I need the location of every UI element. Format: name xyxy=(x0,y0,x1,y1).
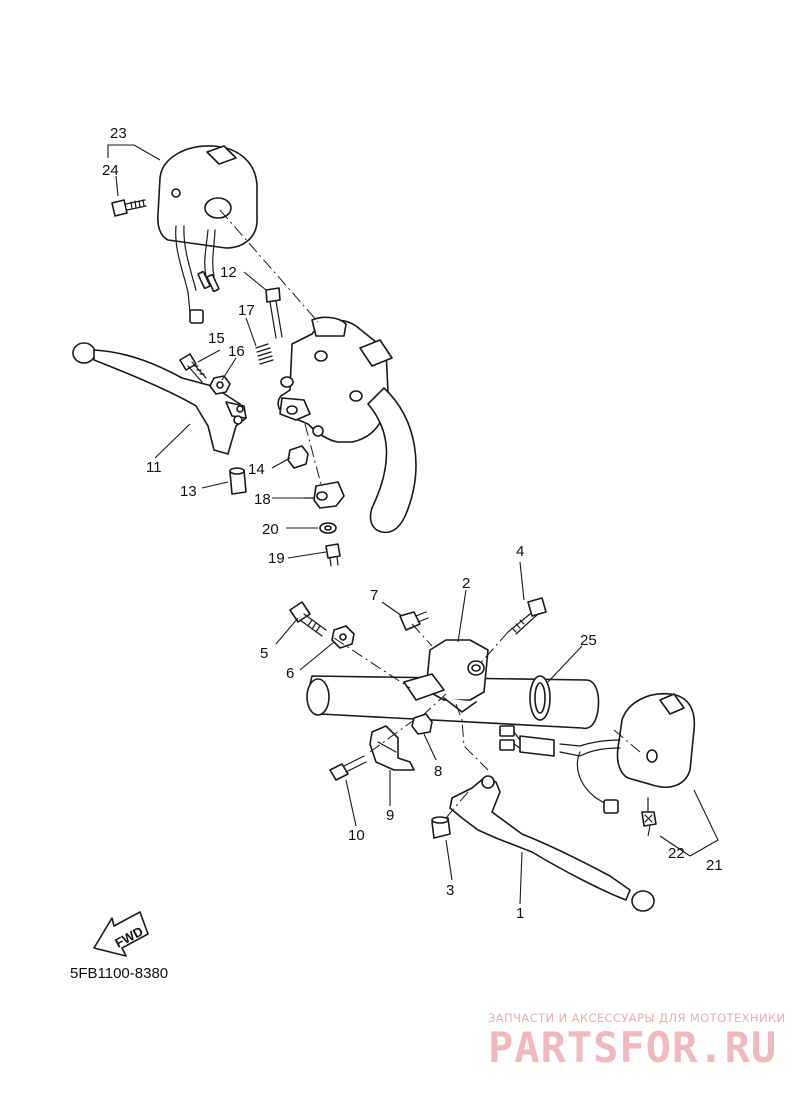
screw-10 xyxy=(329,755,367,781)
centerline-upper-1 xyxy=(219,209,319,323)
callout-18: 18 xyxy=(254,491,271,508)
brake-lever-11 xyxy=(72,342,247,455)
callout-15: 15 xyxy=(208,330,225,347)
washer-20 xyxy=(319,522,337,534)
nut-6 xyxy=(331,625,355,649)
centerlines-lower xyxy=(333,623,641,819)
callout-21: 21 xyxy=(706,857,723,874)
callout-11: 11 xyxy=(146,459,162,476)
screw-24 xyxy=(111,199,147,217)
fwd-arrow-icon: FWD xyxy=(93,911,149,957)
diagram-code: 5FB1100-8380 xyxy=(70,965,168,982)
callout-17: 17 xyxy=(238,302,255,319)
callout-13: 13 xyxy=(180,483,197,500)
screw-19 xyxy=(325,543,341,567)
callout-14: 14 xyxy=(248,461,265,478)
bolt-4 xyxy=(507,597,547,635)
callout-20: 20 xyxy=(262,521,279,538)
leader-lines-upper xyxy=(107,144,327,559)
bolt-12 xyxy=(265,287,283,339)
callout-2: 2 xyxy=(462,575,470,592)
handlebar-switch-left xyxy=(499,693,696,814)
callout-3: 3 xyxy=(446,882,454,899)
callout-24: 24 xyxy=(102,162,119,179)
callout-25: 25 xyxy=(580,632,597,649)
screw-22 xyxy=(641,797,657,827)
callout-4: 4 xyxy=(516,543,524,560)
screw-7 xyxy=(399,611,429,631)
watermark: ЗАПЧАСТИ И АКСЕССУАРЫ ДЛЯ МОТОТЕХНИКИ PA… xyxy=(488,1011,786,1072)
handlebar-switch-right xyxy=(157,145,258,324)
collar-13 xyxy=(229,467,247,495)
callout-5: 5 xyxy=(260,645,268,662)
callout-7: 7 xyxy=(370,587,378,604)
nut-16 xyxy=(209,375,231,395)
centerline-upper-2 xyxy=(304,423,323,489)
spring-17 xyxy=(255,343,274,365)
collar-3 xyxy=(431,816,451,839)
lever-holder-2 xyxy=(403,639,489,713)
switch-18 xyxy=(303,481,345,509)
clutch-lever-1 xyxy=(449,775,655,912)
callout-8: 8 xyxy=(434,763,442,780)
callout-6: 6 xyxy=(286,665,294,682)
watermark-tagline: ЗАПЧАСТИ И АКСЕССУАРЫ ДЛЯ МОТОТЕХНИКИ xyxy=(488,1011,786,1025)
callout-19: 19 xyxy=(268,550,285,567)
callout-22: 22 xyxy=(668,845,685,862)
callout-12: 12 xyxy=(220,264,237,281)
brake-hose xyxy=(367,387,417,534)
watermark-brand-logo: PARTSFOR.RU xyxy=(488,1023,777,1072)
callout-numbers: 23 24 12 17 15 16 11 14 13 18 20 19 4 2 … xyxy=(102,125,723,922)
callout-16: 16 xyxy=(228,343,245,360)
callout-23: 23 xyxy=(110,125,127,142)
nut-8 xyxy=(411,713,433,735)
callout-9: 9 xyxy=(386,807,394,824)
grip-ring-25 xyxy=(529,675,551,721)
leader-lines-lower xyxy=(275,561,719,905)
bolt-15 xyxy=(179,353,207,383)
callout-10: 10 xyxy=(348,827,365,844)
switch-9 xyxy=(369,725,415,771)
nut-14 xyxy=(287,445,309,469)
bolt-5 xyxy=(289,601,327,637)
master-cylinder xyxy=(277,316,393,443)
callout-1: 1 xyxy=(516,905,524,922)
